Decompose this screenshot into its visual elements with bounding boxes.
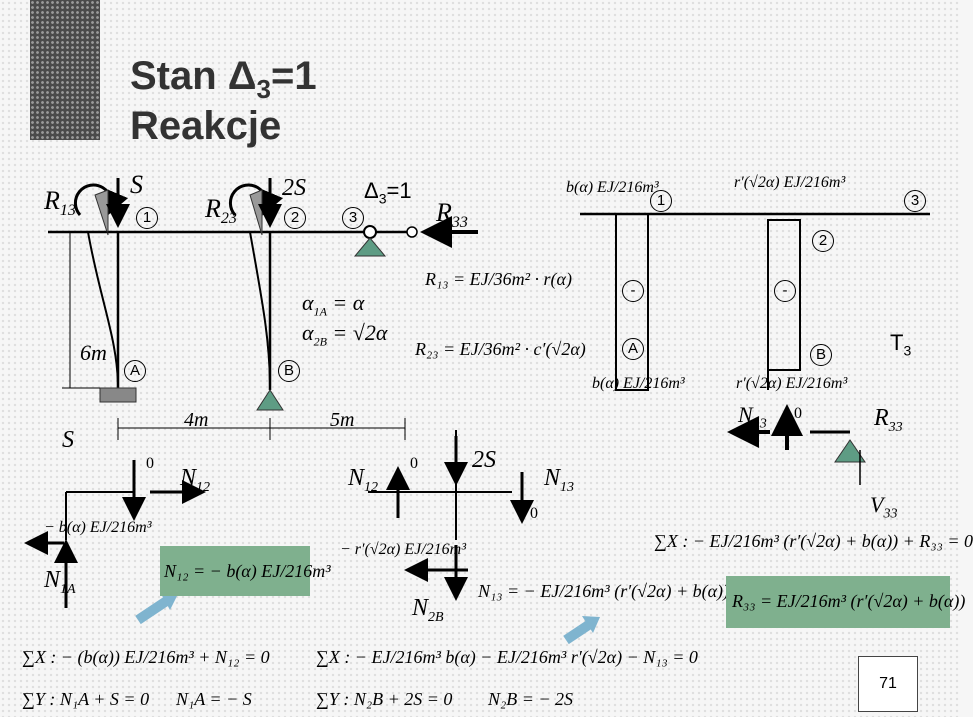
roller-support-3 [353,237,387,257]
node-3: 3 [342,207,364,229]
eq-top-r: r′(√2α) EJ/216m³ [734,174,846,191]
eq-N1A: N₁A = − S [176,689,252,709]
eq-sumX2: ∑X : − EJ/216m³ b(α) − EJ/216m³ r′(√2α) … [316,647,698,667]
eq-r2-mid: − r′(√2α) EJ/216m³ [340,541,467,558]
label-V33: V33 [870,492,898,522]
label-5m: 5m [330,409,355,431]
right-node-1: 1 [650,190,672,212]
minus-2: - [774,280,796,302]
label-rR33: R33 [874,405,903,435]
eq-sumX3: ∑X : − EJ/216m³ (r′(√2α) + b(α)) + R₃₃ =… [654,531,973,551]
label-N12-mid: N12 [348,465,379,495]
slide-title: Stan Δ3=1 [130,54,317,104]
eq-b-left: − b(α) EJ/216m³ [44,519,152,536]
zero-1: 0 [146,455,154,472]
eq-sumX1: ∑X : − (b(α)) EJ/216m³ + N₁₂ = 0 [22,647,270,667]
label-T3: T3 [890,330,912,359]
right-node-3: 3 [904,190,926,212]
corner-decoration [30,0,100,140]
right-node-B: B [810,344,832,366]
node-B: B [278,360,300,382]
eq-alpha2B: α2B = √2α [302,320,388,349]
label-rN13: N13 [738,402,767,432]
eq-bot-b: b(α) EJ/216m³ [592,375,685,392]
eq-sumY2: ∑Y : N₂B + 2S = 0 [316,689,453,709]
label-R13: R13 [44,186,76,220]
right-zero: 0 [794,405,802,422]
right-node-2: 2 [812,230,834,252]
eq-R23: R₂₃ = EJ/36m² · c′(√2α) [415,339,586,359]
node-2: 2 [284,207,306,229]
right-node-A: A [622,338,644,360]
label-S-left: S [62,427,74,453]
label-2S: 2S [282,175,306,201]
label-N12: N12 [180,465,211,495]
highlight-R33 [726,576,950,628]
eq-N12: N₁₂ = − b(α) EJ/216m³ [164,561,331,581]
eq-N13: N₁₃ = − EJ/216m³ (r′(√2α) + b(α)) [478,581,730,601]
label-4m: 4m [184,409,209,431]
zero-3: 0 [530,505,538,522]
label-N1A: N1A [44,567,76,597]
label-R23: R23 [205,194,237,228]
node-1: 1 [136,207,158,229]
deformed-column-1 [87,231,119,389]
eq-sumY1: ∑Y : N₁A + S = 0 [22,689,150,709]
label-2S-mid: 2S [472,447,496,473]
eq-top-b: b(α) EJ/216m³ [566,179,659,196]
deformed-column-2 [249,231,271,389]
slide-subtitle: Reakcje [130,104,282,148]
eq-R33: R₃₃ = EJ/216m³ (r′(√2α) + b(α)) [732,591,966,611]
eq-bot-r: r′(√2α) EJ/216m³ [736,375,848,392]
label-6m: 6m [80,340,107,365]
label-S: S [130,170,143,199]
eq-alpha1A: α1A = α [302,290,365,319]
page-number: 71 [858,656,918,712]
zero-2: 0 [410,455,418,472]
eq-R13: R₁₃ = EJ/36m² · r(α) [425,269,572,289]
node-A: A [124,360,146,382]
label-N2B: N2B [412,595,444,625]
highlight-N12 [160,546,310,596]
eq-N2B: N₂B = − 2S [488,689,574,709]
label-R33: R33 [436,198,468,232]
label-delta3: Δ3=1 [364,178,412,207]
label-N13: N13 [544,465,575,495]
fixed-support-A [99,387,137,403]
pin-support-B [256,389,284,411]
minus-1: - [622,280,644,302]
